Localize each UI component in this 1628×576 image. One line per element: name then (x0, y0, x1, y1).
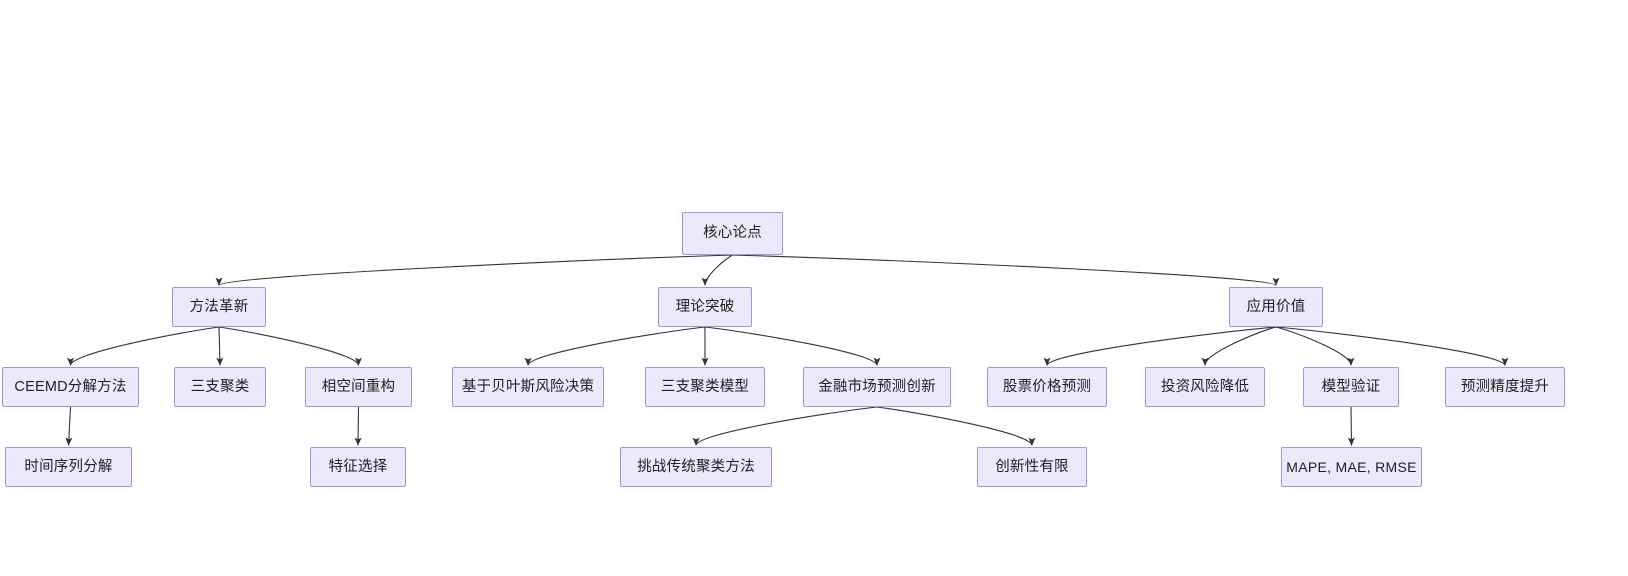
edge-l3b3-to-l4b1 (692, 406, 878, 446)
node-label: 挑战传统聚类方法 (637, 458, 755, 475)
node-label: 预测精度提升 (1460, 378, 1550, 395)
node-l4c1[interactable]: MAPE, MAE, RMSE (1281, 447, 1422, 487)
node-l3a1[interactable]: CEEMD分解方法 (2, 367, 139, 407)
node-label: 三支聚类模型 (660, 378, 750, 395)
node-l3c1[interactable]: 股票价格预测 (987, 367, 1107, 407)
node-l3a3[interactable]: 相空间重构 (305, 367, 412, 407)
edge-l3c3-to-l4c1 (1347, 406, 1355, 446)
node-label: 投资风险降低 (1160, 378, 1250, 395)
node-label: 相空间重构 (321, 378, 396, 395)
node-l3c3[interactable]: 模型验证 (1303, 367, 1399, 407)
node-label: 时间序列分解 (24, 458, 113, 475)
node-root[interactable]: 核心论点 (682, 212, 783, 255)
node-l2c[interactable]: 应用价值 (1229, 287, 1323, 327)
edge-l2b-to-l3b3 (704, 326, 881, 366)
edge-l2a-to-l3a1 (67, 326, 220, 366)
node-l4b1[interactable]: 挑战传统聚类方法 (620, 447, 772, 487)
node-l3a2[interactable]: 三支聚类 (174, 367, 266, 407)
node-label: 方法革新 (189, 298, 249, 315)
edge-l2a-to-l3a2 (216, 326, 224, 366)
node-l2a[interactable]: 方法革新 (172, 287, 266, 327)
node-label: MAPE, MAE, RMSE (1286, 459, 1417, 475)
edge-root-to-l2c (732, 254, 1280, 287)
node-label: 应用价值 (1246, 298, 1306, 315)
node-label: 金融市场预测创新 (818, 378, 936, 395)
edge-l2c-to-l3c3 (1275, 326, 1355, 366)
edge-l2c-to-l3c2 (1201, 326, 1277, 366)
edge-l3a1-to-l4a1 (65, 406, 73, 446)
edge-l2a-to-l3a3 (218, 326, 362, 366)
edge-paths (65, 254, 1509, 446)
node-l3c2[interactable]: 投资风险降低 (1145, 367, 1265, 407)
node-label: 创新性有限 (995, 458, 1069, 475)
node-label: CEEMD分解方法 (14, 378, 127, 395)
edge-l2b-to-l3b1 (524, 326, 706, 366)
node-label: 核心论点 (703, 225, 762, 242)
edge-root-to-l2a (215, 254, 733, 287)
edge-l3b3-to-l4b2 (876, 406, 1036, 446)
node-l3b2[interactable]: 三支聚类模型 (645, 367, 765, 407)
node-l3b3[interactable]: 金融市场预测创新 (803, 367, 951, 407)
edge-l2c-to-l3c4 (1275, 326, 1509, 367)
node-l3b1[interactable]: 基于贝叶斯风险决策 (452, 367, 604, 407)
node-label: 股票价格预测 (1002, 378, 1092, 395)
node-label: 模型验证 (1321, 378, 1381, 395)
node-label: 特征选择 (328, 458, 388, 475)
node-l4b2[interactable]: 创新性有限 (977, 447, 1087, 487)
edge-root-to-l2b (701, 254, 733, 286)
node-label: 三支聚类 (190, 378, 250, 395)
node-l2b[interactable]: 理论突破 (658, 287, 752, 327)
node-label: 基于贝叶斯风险决策 (461, 378, 595, 395)
node-l3c4[interactable]: 预测精度提升 (1445, 367, 1565, 407)
edge-l2c-to-l3c1 (1043, 326, 1277, 367)
node-l4a2[interactable]: 特征选择 (310, 447, 406, 487)
edge-l3a3-to-l4a2 (354, 406, 362, 446)
node-label: 理论突破 (675, 298, 735, 315)
node-l4a1[interactable]: 时间序列分解 (5, 447, 132, 487)
